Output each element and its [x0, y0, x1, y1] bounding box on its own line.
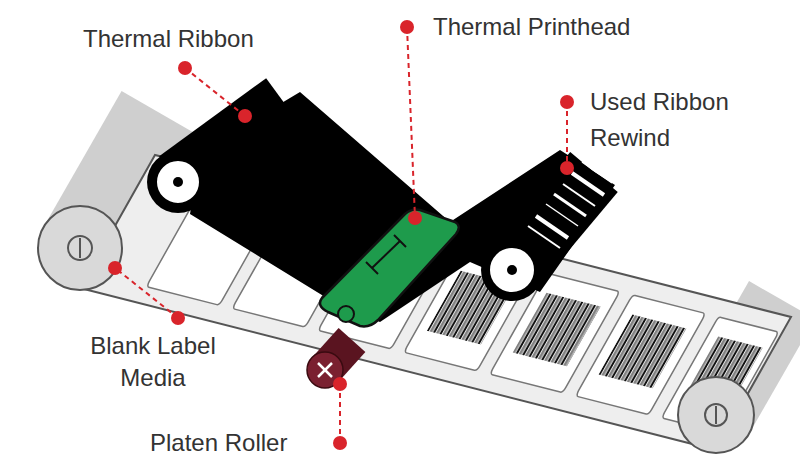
part-label: Platen Roller	[150, 428, 287, 458]
part-label: Used Ribbon Rewind	[590, 84, 770, 156]
part-label: Blank Label Media	[68, 330, 238, 394]
used-ribbon-stripes	[528, 162, 612, 248]
media-roller-end	[38, 206, 122, 290]
part-label: Thermal Printhead	[433, 12, 630, 42]
thermal-printhead	[320, 210, 459, 327]
part-label: Thermal Ribbon	[83, 24, 254, 54]
media-roller-end	[678, 377, 754, 453]
ribbon-rewind-end	[481, 239, 543, 301]
ribbon-supply-end	[147, 151, 209, 213]
